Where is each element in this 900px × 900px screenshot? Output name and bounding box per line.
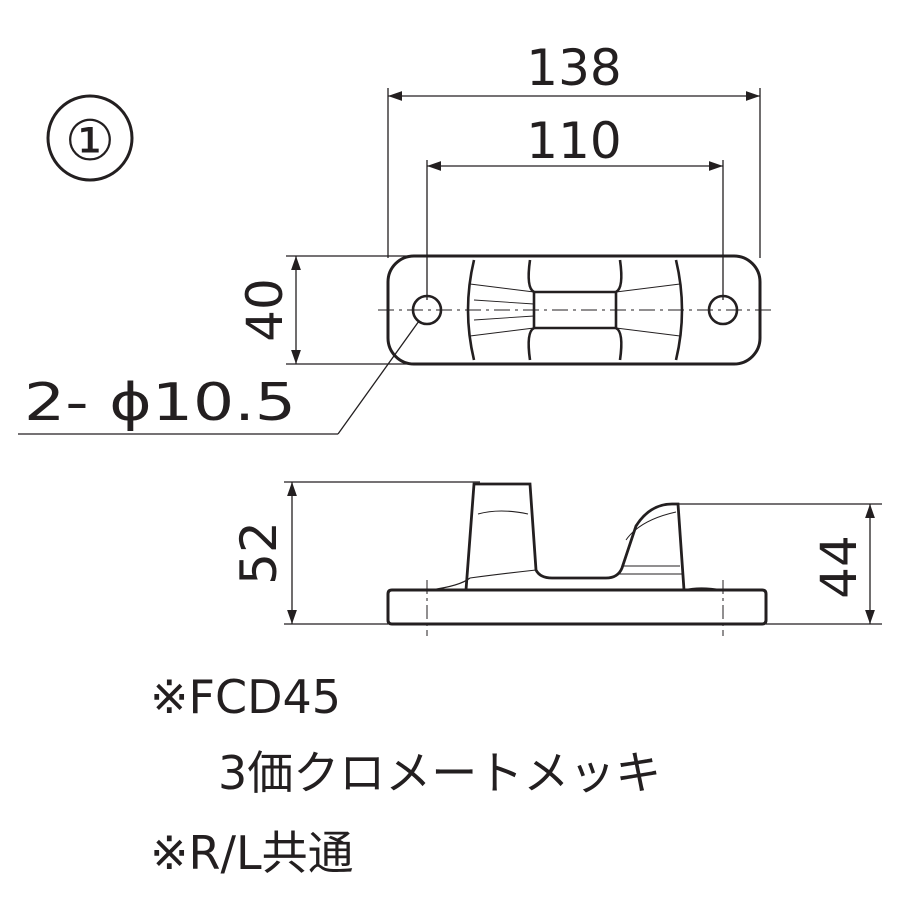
mounting-hole-left — [411, 294, 443, 326]
dimension-width-label: 40 — [236, 278, 294, 342]
dimension-hole-pitch-label: 110 — [526, 112, 621, 170]
dimension-overall-height-label: 52 — [230, 521, 288, 585]
part-number-label: ① — [65, 109, 115, 174]
base-plate-outline — [386, 254, 762, 366]
horn-body-top — [466, 259, 684, 361]
horn-body-side — [429, 482, 723, 591]
dimension-width: 40 — [236, 256, 301, 364]
dimension-hole-pitch: 110 — [427, 112, 723, 171]
side-note: ※R/L共通 — [150, 826, 354, 880]
dimension-horn-height: 44 — [810, 504, 875, 624]
hole-callout: 2- ϕ10.5 — [18, 320, 420, 435]
mounting-hole-right — [707, 294, 739, 326]
material-note: ※FCD45 — [150, 670, 342, 724]
top-view: 138 110 40 — [18, 39, 772, 435]
finish-note: 3価クロメートメッキ — [218, 746, 662, 800]
part-number-badge: ① — [46, 94, 134, 182]
hole-callout-label: 2- ϕ10.5 — [24, 373, 296, 433]
dimension-overall-length-label: 138 — [526, 39, 621, 97]
side-view: 52 44 — [230, 481, 882, 636]
base-plate-side — [386, 588, 768, 626]
dimension-overall-height: 52 — [230, 482, 297, 624]
dimension-horn-height-label: 44 — [810, 535, 868, 599]
dimension-overall-length: 138 — [388, 39, 760, 101]
